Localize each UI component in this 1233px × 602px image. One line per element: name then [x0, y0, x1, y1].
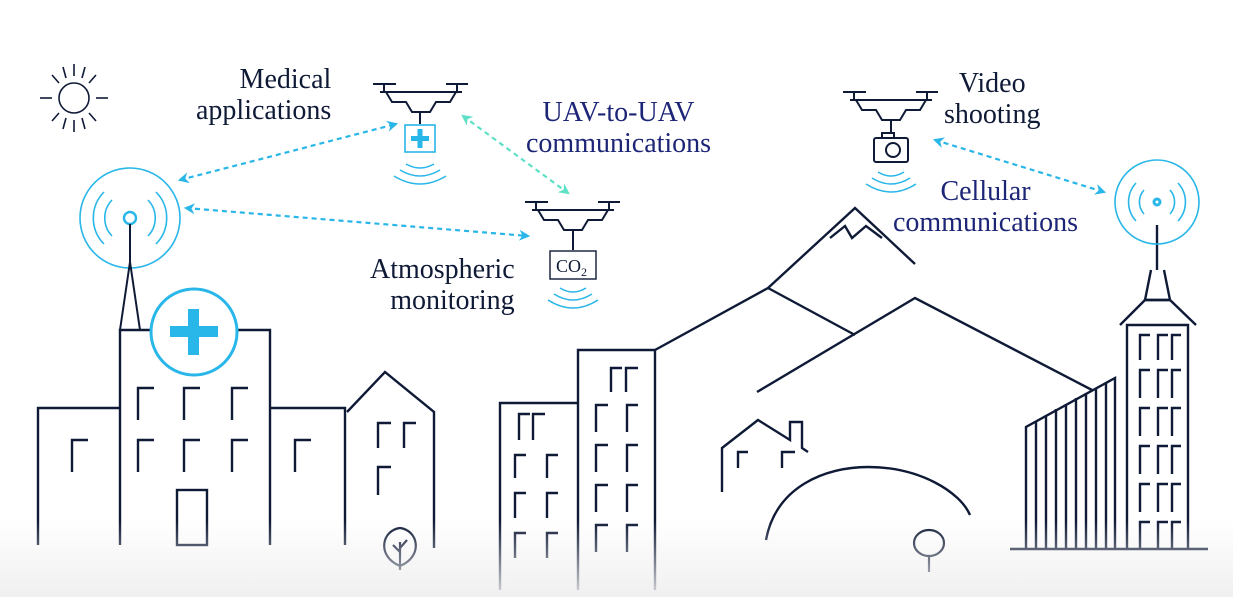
label-line: Medical: [239, 64, 332, 95]
drone-icon: [373, 83, 468, 124]
antenna: [118, 224, 142, 331]
house-building: [346, 370, 436, 548]
label-line: shooting: [944, 99, 1041, 130]
label-line: Atmospheric: [370, 254, 515, 285]
medical-cross-icon: [404, 124, 436, 153]
tower-building: [1119, 225, 1197, 549]
label-line: Cellular: [940, 176, 1031, 207]
label-line: UAV-to-UAV: [542, 97, 695, 128]
camera-icon: [873, 132, 909, 163]
communication-links: [177, 114, 1107, 241]
label-line: monitoring: [390, 285, 515, 316]
label-medical-applications: Medical applications: [196, 64, 331, 126]
medical-cross-icon: [149, 287, 239, 377]
apartment-buildings: [498, 348, 657, 590]
signal-waves: [865, 171, 917, 193]
signal-waves: [547, 287, 599, 309]
signal-tower-icon: [1114, 159, 1200, 245]
link-video-drone-tower: [932, 137, 1107, 195]
label-atmospheric-monitoring: Atmospheric monitoring: [370, 254, 515, 316]
tree-icon: [383, 526, 417, 570]
sun-icon: [40, 64, 108, 132]
co2-sensor-icon: CO2: [549, 250, 597, 280]
label-cellular-communications: Cellular communications: [893, 176, 1078, 238]
label-line: Video: [958, 68, 1026, 99]
label-line: communications: [526, 128, 712, 159]
small-house: [720, 418, 809, 492]
label-line: applications: [196, 95, 332, 126]
mountain-icon: [654, 206, 1093, 394]
label-video-shooting: Video shooting: [944, 68, 1040, 130]
signal-waves: [393, 163, 447, 185]
drone-icon: [525, 201, 620, 250]
link-uav-to-uav: [461, 114, 570, 195]
link-tower-co2-drone: [183, 203, 531, 241]
glass-skyscraper: [1010, 375, 1208, 551]
label-line: communications: [893, 207, 1079, 238]
label-uav-to-uav: UAV-to-UAV communications: [526, 97, 711, 159]
tree-icon: [912, 528, 946, 572]
drone-icon: [843, 91, 938, 132]
link-tower-medical-drone: [177, 120, 399, 184]
dome-hill: [764, 465, 972, 541]
co2-label: CO2: [556, 256, 587, 279]
